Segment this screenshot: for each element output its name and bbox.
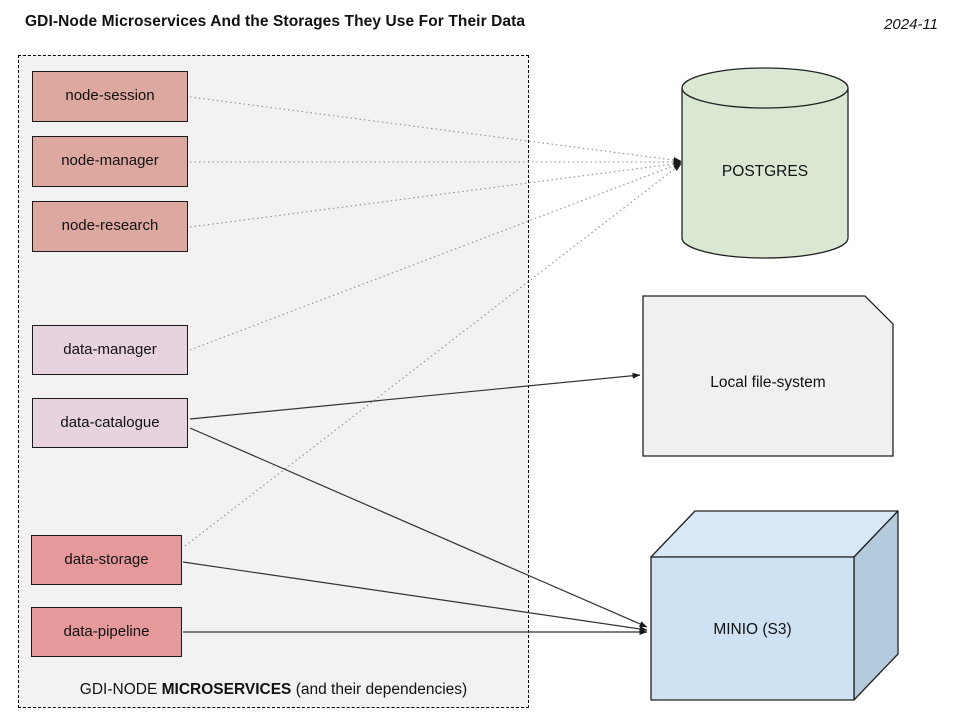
group-caption-bold: MICROSERVICES bbox=[161, 681, 292, 698]
service-box-data-catalogue: data-catalogue bbox=[32, 398, 188, 448]
minio-cube-icon bbox=[650, 510, 899, 701]
service-box-data-pipeline: data-pipeline bbox=[31, 607, 182, 657]
group-caption: GDI-NODE MICROSERVICES (and their depend… bbox=[18, 681, 529, 699]
date-label: 2024-11 bbox=[884, 16, 938, 33]
postgres-label: POSTGRES bbox=[721, 163, 809, 180]
group-caption-suffix: (and their dependencies) bbox=[291, 681, 468, 698]
service-box-node-session: node-session bbox=[32, 71, 188, 122]
page-title: GDI-Node Microservices And the Storages … bbox=[25, 13, 526, 30]
local-filesystem-label: Local file-system bbox=[710, 374, 826, 391]
group-caption-prefix: GDI-NODE bbox=[79, 681, 162, 698]
service-box-data-storage: data-storage bbox=[31, 535, 182, 585]
service-box-data-manager: data-manager bbox=[32, 325, 188, 375]
service-box-node-manager: node-manager bbox=[32, 136, 188, 187]
service-box-node-research: node-research bbox=[32, 201, 188, 252]
minio-label: MINIO (S3) bbox=[713, 621, 792, 638]
